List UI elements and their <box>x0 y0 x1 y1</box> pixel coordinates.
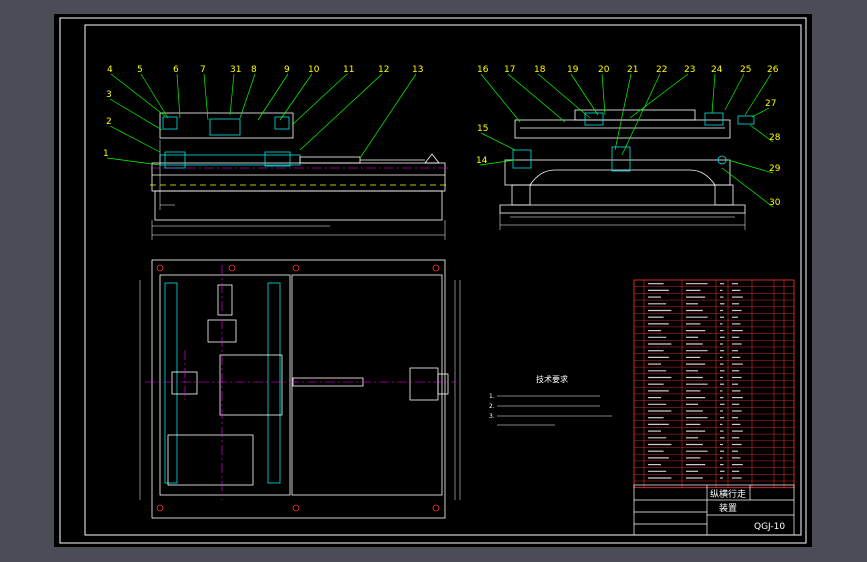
front-view <box>151 112 446 221</box>
front-balloon-10: 10 <box>308 65 320 75</box>
side-balloon-19: 19 <box>567 65 579 75</box>
front-balloon-6: 6 <box>173 65 179 75</box>
front-leader-7 <box>203 73 209 121</box>
side-leader-18 <box>537 73 591 119</box>
front-leader-10 <box>279 73 313 121</box>
front-balloon-3: 3 <box>106 90 112 100</box>
side-leader-26 <box>744 73 772 116</box>
side-leader-16 <box>480 73 521 123</box>
front-leader-8 <box>239 73 256 119</box>
front-balloon-8: 8 <box>251 65 257 75</box>
side-view-dimensions <box>499 213 746 230</box>
side-balloon-25: 25 <box>740 65 751 75</box>
drawing-number: QGJ-10 <box>754 522 785 532</box>
tech-req-line-2: 2. <box>489 403 495 410</box>
front-balloon-9: 9 <box>284 65 290 75</box>
drawing-outer-frame <box>59 17 807 544</box>
side-balloon-28: 28 <box>769 133 781 143</box>
side-leader-25 <box>724 73 745 111</box>
title-name-line1: 纵横行走 <box>710 488 746 500</box>
drawing-viewport[interactable] <box>54 14 812 547</box>
side-leader-20 <box>601 73 606 116</box>
plan-view-dimensions <box>139 280 461 500</box>
side-balloon-15: 15 <box>477 124 488 134</box>
side-balloon-20: 20 <box>598 65 610 75</box>
front-balloon-1: 1 <box>103 149 109 159</box>
front-balloon-12: 12 <box>378 65 389 75</box>
front-leader-9 <box>257 73 289 121</box>
side-leader-22 <box>621 73 661 156</box>
side-view <box>499 109 746 214</box>
side-balloon-18: 18 <box>534 65 546 75</box>
side-balloon-27: 27 <box>765 99 776 109</box>
front-leader-1 <box>106 157 161 166</box>
side-leader-29 <box>727 159 774 174</box>
side-balloon-17: 17 <box>504 65 515 75</box>
front-balloon-5: 5 <box>137 65 143 75</box>
front-leader-6 <box>176 73 181 119</box>
side-leader-27 <box>751 107 770 118</box>
front-leader-11 <box>291 73 348 126</box>
tech-req-title: 技术要求 <box>536 374 568 384</box>
front-leader-3 <box>109 98 163 131</box>
title-name-line2: 装置 <box>719 502 737 514</box>
front-balloon-31: 31 <box>230 65 241 75</box>
side-balloon-21: 21 <box>627 65 638 75</box>
plan-view <box>151 259 449 519</box>
plan-view-holes <box>156 264 440 512</box>
tech-req-line-3: 3. <box>489 413 495 420</box>
plan-view-centerlines <box>145 265 455 500</box>
parts-list-table <box>633 279 795 489</box>
side-leader-21 <box>614 73 632 151</box>
side-balloon-23: 23 <box>684 65 695 75</box>
side-leader-24 <box>711 73 716 114</box>
side-leader-30 <box>721 167 774 208</box>
side-leader-15 <box>480 132 516 151</box>
front-balloon-2: 2 <box>106 117 112 127</box>
side-balloon-14: 14 <box>476 156 488 166</box>
tech-req-line-1: 1. <box>489 393 495 400</box>
drawing-inner-frame <box>84 24 802 536</box>
side-balloon-22: 22 <box>656 65 667 75</box>
side-view-parts <box>512 112 755 172</box>
front-balloon-7: 7 <box>200 65 206 75</box>
front-leader-5 <box>140 73 169 119</box>
front-leader-12 <box>299 73 383 151</box>
side-leader-19 <box>570 73 599 116</box>
front-leader-13 <box>359 73 417 159</box>
side-leader-23 <box>629 73 689 119</box>
front-balloon-11: 11 <box>343 65 354 75</box>
front-balloon-4: 4 <box>107 65 113 75</box>
side-leader-17 <box>507 73 566 123</box>
side-balloon-26: 26 <box>767 65 779 75</box>
front-leader-4 <box>110 73 166 117</box>
side-leader-14 <box>479 159 516 166</box>
title-block <box>633 484 795 536</box>
side-leader-28 <box>749 124 774 143</box>
side-balloon-30: 30 <box>769 198 781 208</box>
side-balloon-16: 16 <box>477 65 489 75</box>
front-leader-2 <box>109 125 161 153</box>
tech-req-lines: 1. 2. 3. <box>489 393 612 426</box>
side-balloon-29: 29 <box>769 164 781 174</box>
front-leader-31 <box>229 73 235 116</box>
front-balloon-13: 13 <box>412 65 423 75</box>
side-balloon-24: 24 <box>711 65 723 75</box>
